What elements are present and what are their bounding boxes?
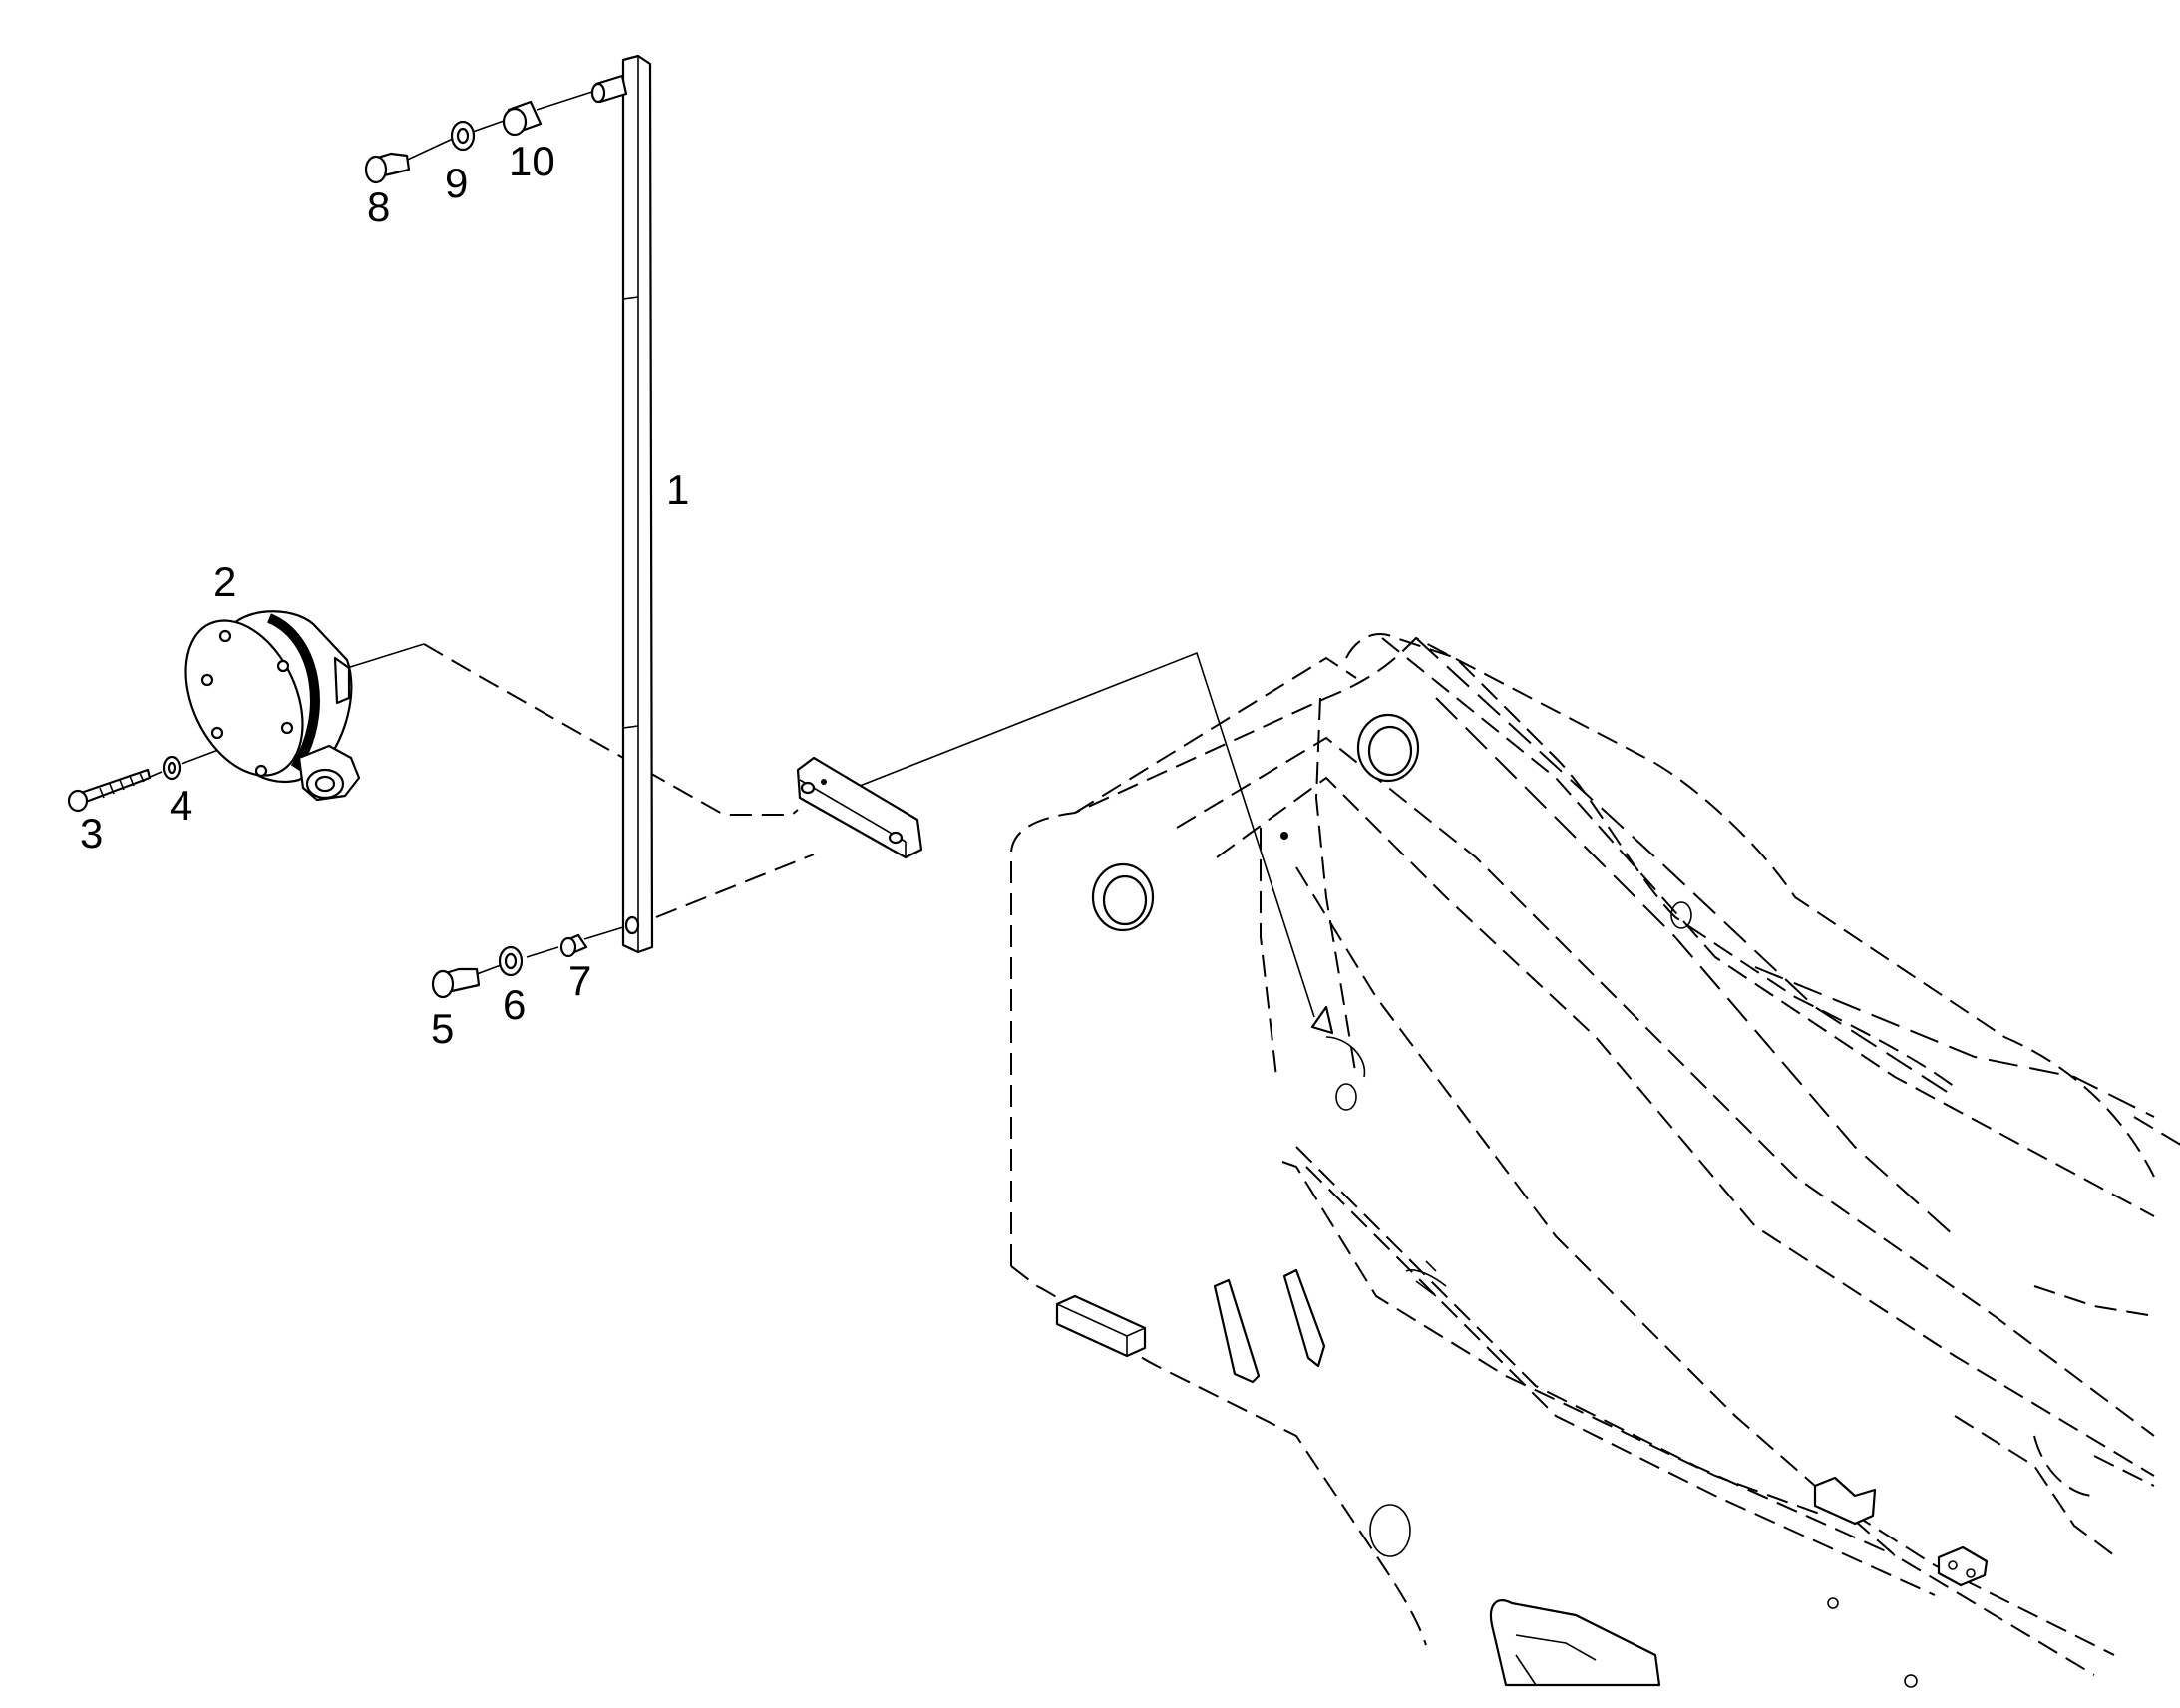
callout-3: 3 xyxy=(80,810,103,856)
callout-labels: 1 2 3 4 5 6 7 8 9 10 xyxy=(80,138,689,1052)
callout-4: 4 xyxy=(170,782,192,829)
part-1-rod xyxy=(590,54,654,954)
callout-10: 10 xyxy=(509,138,555,184)
leader-lines xyxy=(147,89,1315,1018)
part-3-screw xyxy=(67,768,152,813)
callout-8: 8 xyxy=(367,183,390,230)
callout-1: 1 xyxy=(666,466,689,512)
callout-7: 7 xyxy=(568,957,591,1004)
part-7-spacer xyxy=(559,933,588,958)
frame-details xyxy=(1055,713,1989,1688)
part-4-washer xyxy=(162,755,182,781)
part-6-washer xyxy=(498,945,524,977)
loader-frame xyxy=(1009,633,2180,1676)
assembly-dashed-routes xyxy=(423,643,815,918)
callout-5: 5 xyxy=(431,1005,454,1052)
callout-9: 9 xyxy=(445,160,468,206)
part-2-housing xyxy=(184,610,361,802)
bracket-plate xyxy=(796,756,923,859)
part-10-spacer xyxy=(502,100,543,137)
part-9-washer xyxy=(450,120,476,152)
part-8-bolt xyxy=(364,152,411,184)
callout-2: 2 xyxy=(213,558,236,605)
part-5-bolt xyxy=(431,967,481,999)
callout-6: 6 xyxy=(503,981,526,1028)
